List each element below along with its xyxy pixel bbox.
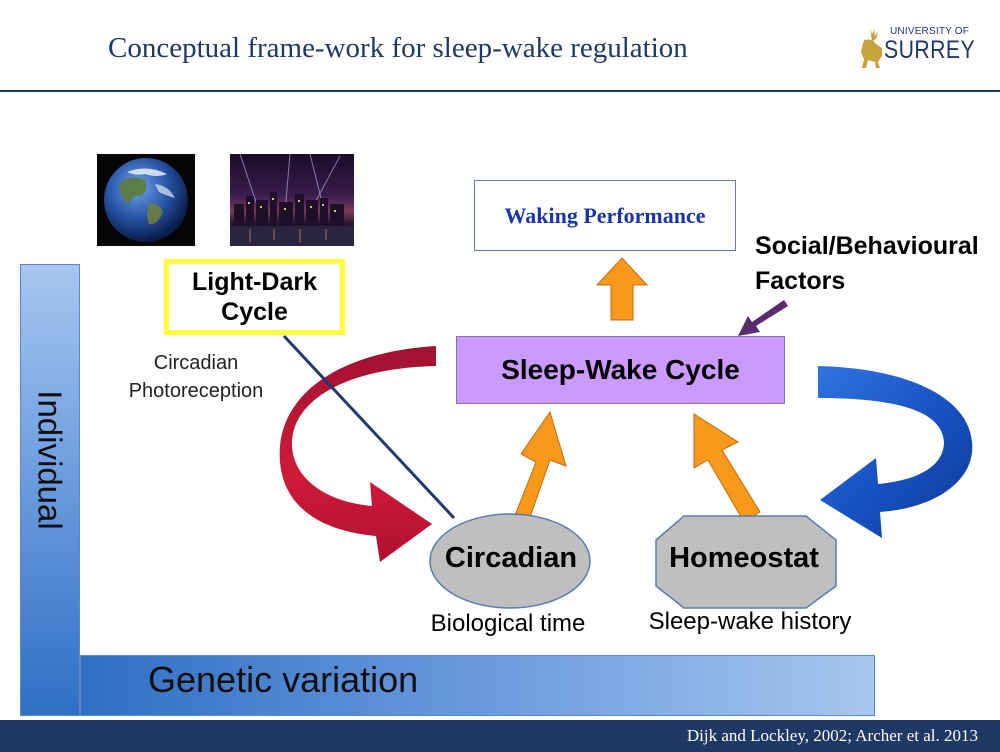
- blue-curved-arrow: [818, 366, 973, 538]
- social-behavioural-factors-label: Social/Behavioural Factors: [755, 232, 979, 295]
- citation-text: Dijk and Lockley, 2002; Archer et al. 20…: [686, 726, 978, 745]
- orange-arrow-from-homeostat: [693, 413, 761, 523]
- header-divider: [0, 90, 1000, 92]
- stag-logo-icon: [861, 28, 882, 68]
- sleep-wake-cycle-box: Sleep-Wake Cycle: [456, 336, 785, 404]
- genetic-axis-bar: [80, 655, 875, 716]
- circadian-photoreception-label: Circadian Photoreception: [128, 352, 264, 402]
- waking-performance-box: Waking Performance: [474, 180, 736, 251]
- sleep-wake-history-label: Sleep-wake history: [648, 608, 852, 635]
- logo-text-top: UNIVERSITY OF: [890, 26, 970, 37]
- light-dark-cycle-box: Light-Dark Cycle: [164, 259, 345, 335]
- red-curved-arrow: [279, 346, 436, 562]
- city-lights-photo: [230, 154, 354, 246]
- individual-axis-bar: [20, 264, 80, 716]
- light-dark-cycle-label: Light-Dark Cycle: [192, 268, 317, 326]
- footer-bar: [0, 720, 1000, 752]
- sleep-wake-cycle-label: Sleep-Wake Cycle: [501, 354, 740, 385]
- circadian-node: [429, 513, 591, 609]
- orange-arrow-to-waking-performance: [595, 257, 649, 321]
- photoreception-line: [282, 334, 456, 520]
- slide-title: Conceptual frame-work for sleep-wake reg…: [108, 32, 688, 64]
- homeostat-label: Homeostat: [669, 542, 819, 574]
- earth-photo: [97, 154, 195, 246]
- genetic-axis-label: Genetic variation: [148, 659, 419, 700]
- waking-performance-label: Waking Performance: [504, 202, 706, 228]
- logo-text-main: SURREY: [884, 36, 976, 64]
- homeostat-node: [655, 515, 837, 609]
- purple-arrow-from-social: [738, 300, 788, 336]
- circadian-label: Circadian: [444, 542, 578, 574]
- orange-arrow-from-circadian: [511, 410, 567, 524]
- biological-time-label: Biological time: [430, 610, 586, 637]
